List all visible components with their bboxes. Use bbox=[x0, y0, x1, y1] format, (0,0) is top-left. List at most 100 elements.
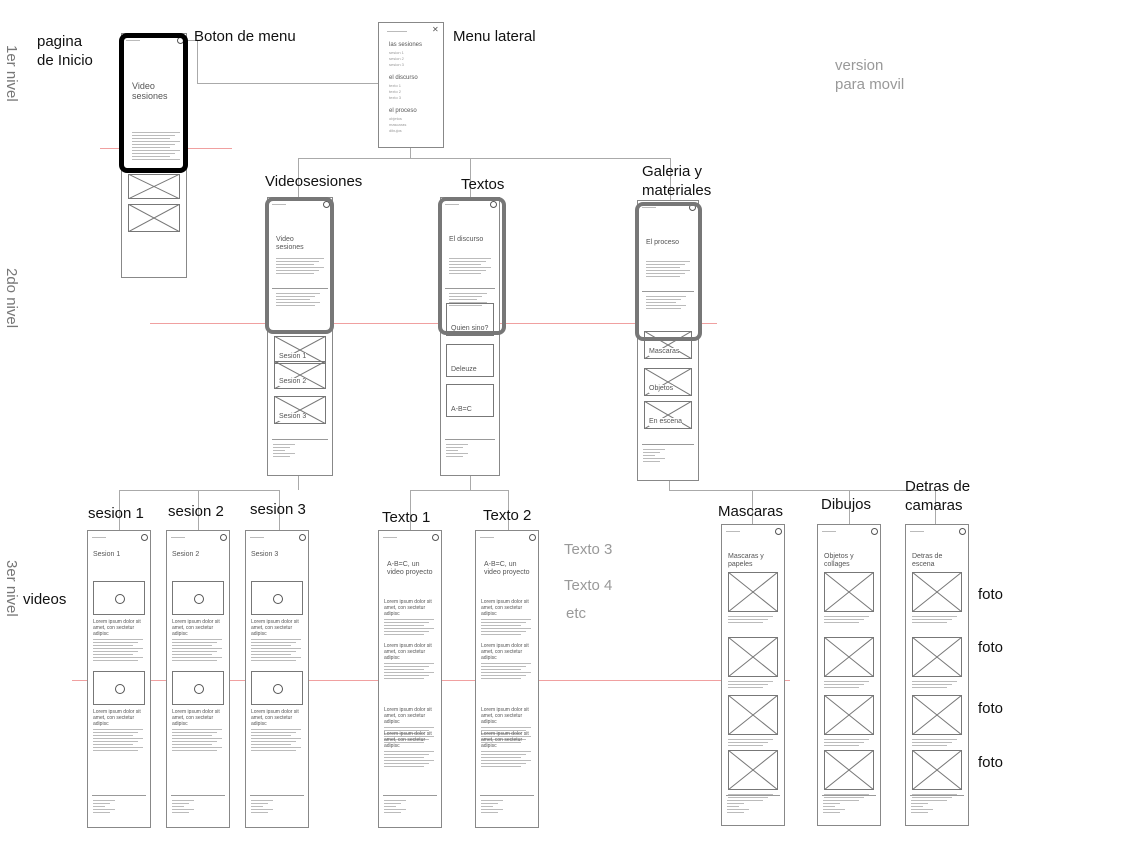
menu-button-icon[interactable] bbox=[220, 534, 227, 541]
text-line bbox=[384, 631, 429, 632]
language-switch bbox=[387, 31, 407, 32]
menu-button-icon[interactable] bbox=[432, 534, 439, 541]
menu-button-icon[interactable] bbox=[871, 528, 878, 535]
video-player[interactable] bbox=[93, 581, 145, 615]
video-player[interactable] bbox=[93, 671, 145, 705]
connector-line bbox=[197, 40, 198, 83]
section-box[interactable]: A-B=C bbox=[446, 384, 494, 417]
text-line bbox=[132, 153, 175, 154]
text-line bbox=[481, 751, 531, 752]
text-line bbox=[481, 809, 503, 810]
text-line bbox=[912, 687, 947, 688]
label-texto2: Texto 2 bbox=[483, 507, 532, 524]
paragraph-title: Lorem ipsum dolor sit amet, con sectetur… bbox=[481, 731, 529, 749]
menu-item[interactable]: objetos bbox=[389, 116, 402, 121]
header-text bbox=[445, 204, 459, 205]
menu-item[interactable]: mascaras bbox=[389, 122, 407, 127]
text-line bbox=[384, 800, 406, 801]
section-label: Deleuze bbox=[451, 366, 477, 374]
section-box[interactable]: Deleuze bbox=[446, 344, 494, 377]
text-line bbox=[251, 812, 268, 813]
paragraph-title: Lorem ipsum dolor sit amet, con sectetur… bbox=[384, 643, 432, 661]
text-line bbox=[132, 156, 170, 157]
connector-line bbox=[752, 490, 753, 524]
label-sesion3: sesion 3 bbox=[250, 501, 306, 518]
image-placeholder bbox=[824, 637, 874, 677]
menu-button-icon[interactable] bbox=[299, 534, 306, 541]
label-sesion1: sesion 1 bbox=[88, 505, 144, 522]
connector-line bbox=[508, 490, 509, 530]
text-line bbox=[273, 447, 290, 448]
connector-line bbox=[298, 158, 670, 159]
image-placeholder[interactable]: Sesion 2 bbox=[274, 361, 326, 389]
image-placeholder[interactable]: Objetos bbox=[644, 368, 692, 396]
video-player[interactable] bbox=[251, 581, 303, 615]
page-title: Sesion 1 bbox=[93, 551, 121, 558]
label-menu: Menu lateral bbox=[453, 28, 536, 45]
text-line bbox=[384, 634, 424, 635]
text-line bbox=[251, 735, 291, 736]
gallery-page-d: Objetos y collages bbox=[817, 524, 881, 826]
header-text bbox=[171, 537, 185, 538]
menu-item[interactable]: dibujos bbox=[389, 128, 402, 133]
level-label: 1er nivel bbox=[3, 45, 20, 102]
close-icon[interactable]: ✕ bbox=[432, 25, 439, 34]
menu-item[interactable]: sesion 3 bbox=[389, 62, 404, 67]
menu-section-title[interactable]: el discurso bbox=[389, 75, 418, 81]
text-line bbox=[824, 619, 864, 620]
connector-line bbox=[670, 158, 671, 200]
text-line bbox=[481, 800, 503, 801]
text-line bbox=[93, 738, 143, 739]
menu-button-icon[interactable] bbox=[529, 534, 536, 541]
label-videosesiones: Videosesiones bbox=[265, 173, 363, 190]
text-line bbox=[132, 159, 180, 160]
text-line bbox=[646, 302, 676, 303]
text-line bbox=[384, 766, 424, 767]
text-line bbox=[449, 261, 486, 262]
video-player[interactable] bbox=[172, 581, 224, 615]
menu-section-title[interactable]: las sesiones bbox=[389, 42, 423, 48]
footer-divider bbox=[480, 795, 534, 796]
image-placeholder[interactable]: Sesion 3 bbox=[274, 396, 326, 424]
menu-item[interactable]: texto 3 bbox=[389, 95, 402, 100]
footer-divider bbox=[445, 439, 495, 440]
menu-section-title[interactable]: el proceso bbox=[389, 108, 417, 114]
text-line bbox=[646, 308, 681, 309]
video-player[interactable] bbox=[251, 671, 303, 705]
menu-button-icon[interactable] bbox=[959, 528, 966, 535]
text-line bbox=[728, 687, 763, 688]
text-line bbox=[481, 675, 526, 676]
menu-button-icon[interactable] bbox=[775, 528, 782, 535]
section-box[interactable]: Quien sino? bbox=[446, 303, 494, 336]
image-placeholder[interactable]: Mascaras bbox=[644, 331, 692, 359]
text-line bbox=[172, 750, 217, 751]
text-line bbox=[481, 669, 521, 670]
menu-item[interactable]: texto 1 bbox=[389, 83, 402, 88]
image-placeholder[interactable]: Sesion 1 bbox=[274, 336, 326, 364]
text-line bbox=[384, 757, 424, 758]
menu-item[interactable]: sesion 2 bbox=[389, 56, 404, 61]
menu-button-icon[interactable] bbox=[141, 534, 148, 541]
menu-button-icon[interactable] bbox=[490, 201, 497, 208]
text-line bbox=[172, 660, 217, 661]
text-line bbox=[93, 651, 138, 652]
video-player[interactable] bbox=[172, 671, 224, 705]
page-title: Sesion 2 bbox=[172, 551, 200, 558]
text-line bbox=[481, 757, 521, 758]
text-line bbox=[643, 461, 660, 462]
menu-item[interactable]: sesion 1 bbox=[389, 50, 404, 55]
text-line bbox=[172, 738, 222, 739]
section-label: Quien sino? bbox=[451, 325, 489, 333]
divider bbox=[445, 288, 495, 289]
image-placeholder bbox=[128, 204, 180, 232]
play-icon bbox=[115, 594, 125, 604]
text-line bbox=[384, 733, 424, 734]
connector-line bbox=[119, 490, 279, 491]
text-line bbox=[728, 616, 773, 617]
text-line bbox=[172, 654, 212, 655]
menu-item[interactable]: texto 2 bbox=[389, 89, 402, 94]
image-placeholder[interactable]: En escena bbox=[644, 401, 692, 429]
text-line bbox=[384, 760, 434, 761]
